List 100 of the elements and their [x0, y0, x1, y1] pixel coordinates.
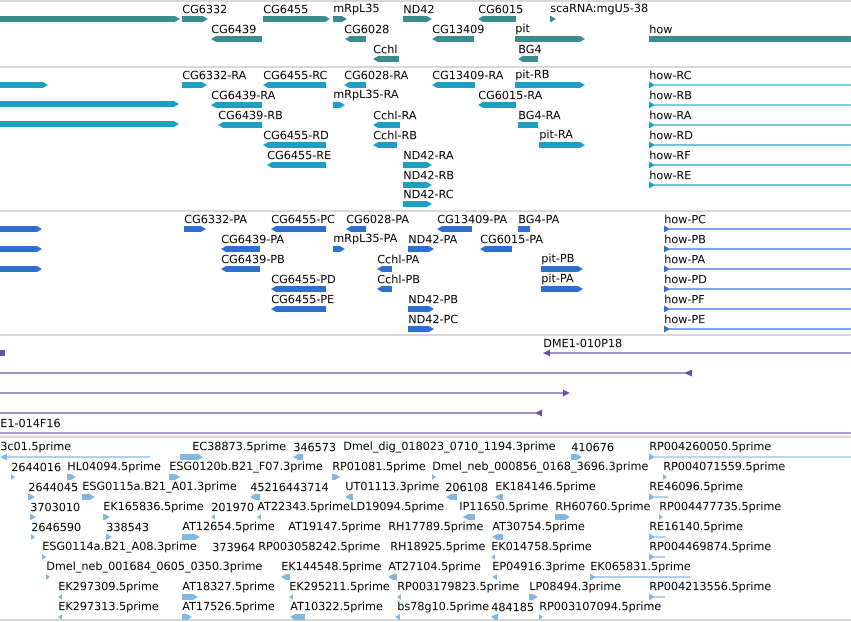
feature-label: AT27104.5prime	[388, 562, 480, 572]
feature-label: CG13409-PA	[438, 214, 508, 224]
feature-label: BG4-RA	[519, 110, 560, 120]
feature-label: 410676	[572, 442, 614, 452]
feature-label: how-PB	[665, 234, 706, 244]
feature-label: 2646590	[32, 522, 80, 532]
feature-label: EK297313.5prime	[59, 602, 158, 612]
feature-label: AT30754.5prime	[492, 522, 584, 532]
feature-label: BG4-PA	[519, 214, 560, 224]
feature-label: Dmel_neb_001684_0605_0350.3prime	[47, 561, 262, 573]
feature-label: CG6028-RA	[344, 70, 408, 80]
feature-label: AT18327.5prime	[182, 582, 274, 592]
feature-label: 3c01.5prime	[1, 442, 71, 452]
feature-label: scaRNA:mgU5-38	[550, 4, 648, 14]
feature-label: CG6455-RE	[268, 150, 330, 160]
feature-label: CG6028	[344, 24, 388, 34]
feature-label: 484185	[492, 602, 534, 612]
feature-label: ND42	[404, 4, 434, 14]
feature-label: RP01081.5prime	[333, 462, 426, 472]
feature-label: EK295211.5prime	[290, 582, 390, 592]
feature-label: pit-RB	[516, 70, 549, 80]
feature-label: AT17526.5prime	[182, 602, 274, 612]
feature-label: EK065831.5prime	[591, 562, 690, 572]
feature-label: how-RB	[650, 90, 692, 100]
feature-label: HL04094.5prime	[68, 462, 160, 472]
feature-label: RP003179823.5prime	[398, 582, 519, 592]
feature-label: ND42-PB	[409, 294, 458, 304]
feature-label: pit-PA	[542, 274, 574, 284]
feature-label: how-RA	[650, 110, 692, 120]
feature-label: ND42-PA	[409, 234, 458, 244]
feature-label: AT19147.5prime	[288, 522, 380, 532]
feature-label: bs78g10.5prime	[398, 602, 489, 612]
feature-label: IP11650.5prime	[460, 502, 548, 512]
feature-label: ESG0120b.B21_F07.3prime	[170, 461, 322, 473]
feature-label: BG4	[519, 44, 541, 54]
feature-label: Cchl-PA	[378, 254, 420, 264]
feature-label: how-RE	[650, 170, 691, 180]
feature-label: EC38873.5prime	[193, 442, 286, 452]
feature-label: 346573	[294, 442, 336, 452]
feature-label: RH60760.5prime	[556, 502, 650, 512]
feature-label: pit-PB	[542, 254, 574, 264]
feature-label: AT12654.5prime	[182, 522, 274, 532]
feature-label: RP004260050.5prime	[650, 442, 771, 452]
feature-label: UT01113.3prime	[346, 482, 439, 492]
feature-label: 3703010	[31, 502, 80, 512]
feature-label: ESG0115a.B21_A01.3prime	[83, 481, 236, 493]
feature-label: CG6455-RC	[264, 70, 327, 80]
feature-label: CG6015-PA	[480, 234, 543, 244]
feature-label: Dmel_dig_018023_0710_1194.3prime	[344, 441, 555, 453]
feature-label: 2644016	[12, 462, 60, 472]
feature-label: how-PC	[665, 214, 706, 224]
feature-label: CG6455-RD	[264, 130, 328, 140]
feature-label: DME1-010P18	[544, 338, 622, 348]
feature-label: RP004477735.5prime	[660, 502, 781, 512]
feature-label: RP004071559.5prime	[664, 462, 785, 472]
feature-label: how-PA	[665, 254, 706, 264]
feature-label: how	[650, 24, 672, 34]
feature-label: 338543	[107, 522, 148, 532]
feature-label: how-RD	[650, 130, 692, 140]
feature-label: 2644045	[29, 482, 78, 492]
feature-label: ESG0114a.B21_A08.3prime	[43, 541, 196, 553]
feature-label: ND42-RA	[404, 150, 454, 160]
feature-label: CG13409	[432, 24, 484, 34]
feature-label: RP004469874.5prime	[650, 542, 771, 552]
feature-label: CG6015-RA	[478, 90, 542, 100]
feature-label: RP003107094.5prime	[540, 602, 661, 612]
feature-label: RH18925.5prime	[391, 542, 485, 552]
feature-label: 373964	[213, 542, 254, 552]
feature-label: RE16140.5prime	[650, 522, 742, 532]
feature-label: EK184146.5prime	[496, 482, 596, 492]
feature-label: EP04916.3prime	[493, 562, 584, 572]
feature-label: CG6455-PC	[272, 214, 334, 224]
feature-label: Cchl-RB	[374, 130, 416, 140]
feature-label: Cchl-PB	[378, 274, 420, 284]
feature-label: how-PF	[665, 294, 704, 304]
feature-label: CG6455-PD	[272, 274, 336, 284]
feature-label: mRpL35	[334, 4, 379, 14]
feature-label: ND42-RC	[404, 190, 453, 198]
feature-label: CG6439-PB	[222, 254, 284, 264]
feature-label: how-PD	[665, 274, 706, 284]
feature-label: AT22343.5prime	[257, 502, 350, 512]
feature-label: how-RC	[650, 70, 691, 80]
feature-label: how-PE	[665, 314, 705, 324]
feature-label: mRpL35-PA	[334, 234, 398, 244]
feature-label: 201970	[212, 502, 254, 512]
feature-label: RP003058242.5prime	[259, 542, 380, 552]
feature-label: CG6015	[478, 4, 522, 14]
feature-label: EK165836.5prime	[104, 502, 204, 512]
feature-label: how-RF	[650, 150, 690, 160]
feature-label: AT10322.5prime	[290, 602, 382, 612]
feature-label: E1-014F16	[1, 418, 60, 428]
feature-label: Cchl	[374, 44, 396, 54]
feature-label: CG6332-RA	[182, 70, 246, 80]
feature-label: CG6439-PA	[222, 234, 284, 244]
feature-label: ND42-PC	[409, 314, 458, 324]
feature-label: CG6455-PE	[272, 294, 334, 304]
feature-label: Dmel_neb_000856_0168_3696.3prime	[433, 461, 648, 473]
feature-label: EK014758.5prime	[492, 542, 592, 552]
feature-label: 206108	[446, 482, 488, 492]
feature-label: pit-RA	[540, 130, 573, 140]
